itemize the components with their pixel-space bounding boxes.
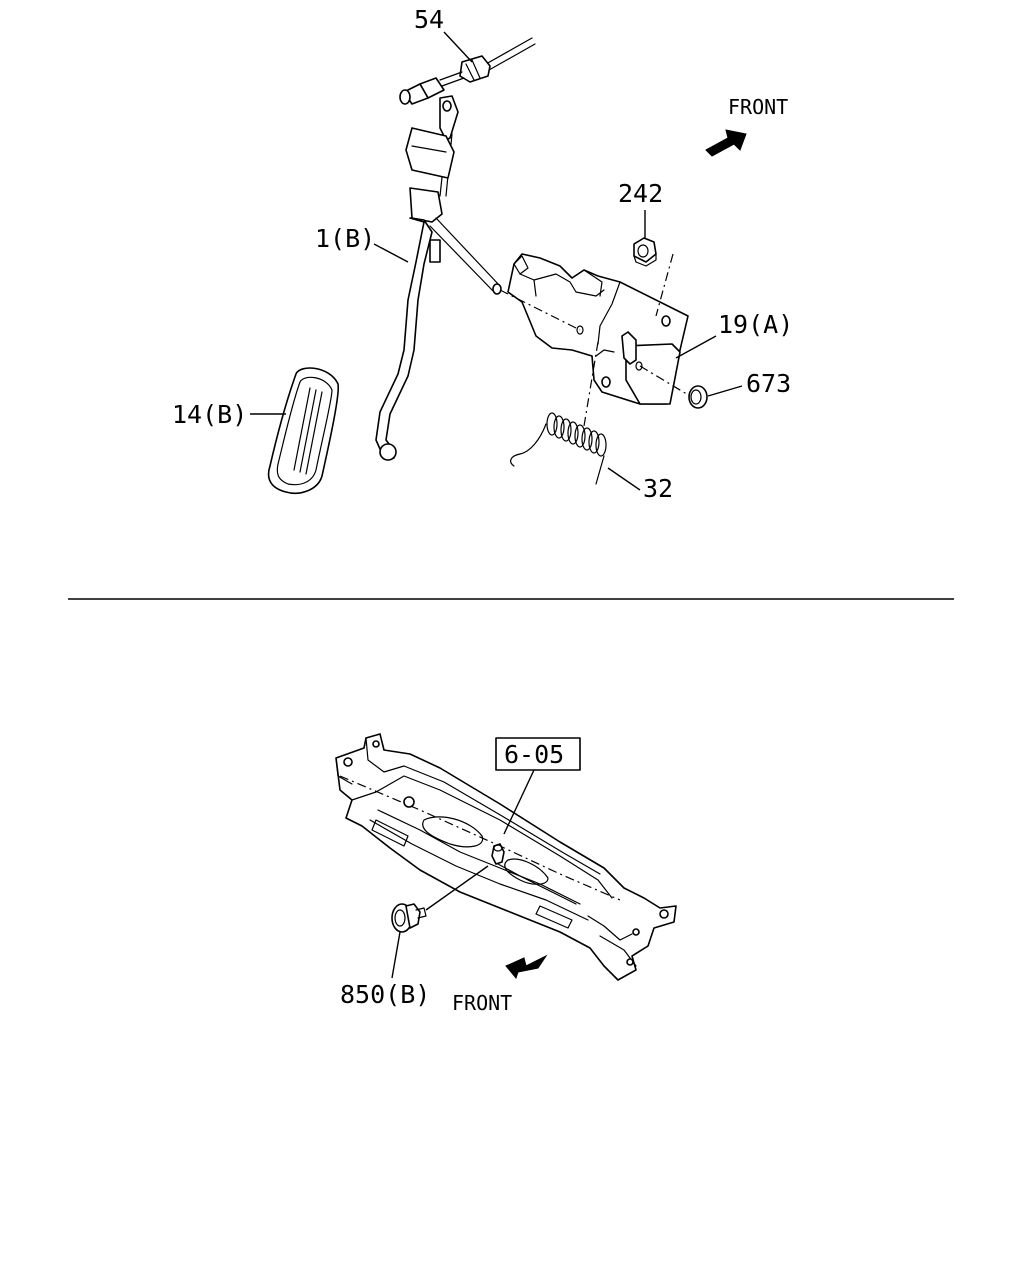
leader-850b-to-panel bbox=[425, 865, 489, 911]
front-label: FRONT bbox=[728, 95, 788, 119]
lower-assembly: 6-05 850(B) FRONT bbox=[335, 733, 677, 1015]
leader-32 bbox=[607, 467, 641, 491]
callout-19a: 19(A) bbox=[718, 310, 793, 339]
front-arrow-icon bbox=[705, 129, 747, 157]
leader-850b bbox=[391, 931, 401, 979]
upper-assembly: 54 1(B) 14(B) 242 19(A) 673 32 FRONT bbox=[172, 5, 793, 503]
leader-54 bbox=[443, 31, 473, 63]
return-spring bbox=[510, 412, 607, 485]
callout-14b: 14(B) bbox=[172, 400, 247, 429]
callout-673: 673 bbox=[746, 369, 791, 398]
pedal-pad bbox=[267, 367, 340, 494]
callout-605: 6-05 bbox=[504, 740, 564, 769]
front-arrow-icon bbox=[505, 954, 548, 980]
leader-19a bbox=[675, 335, 717, 359]
callout-850b: 850(B) bbox=[340, 980, 430, 1009]
accelerator-cable bbox=[399, 37, 536, 105]
leader-673 bbox=[707, 385, 743, 397]
pedal-bracket bbox=[507, 253, 689, 405]
callout-54: 54 bbox=[414, 5, 444, 34]
callout-box-605 bbox=[495, 737, 581, 771]
nut-242 bbox=[633, 237, 657, 267]
front-label: FRONT bbox=[452, 991, 512, 1015]
bolt-850b bbox=[391, 903, 427, 933]
cap-673 bbox=[688, 385, 708, 409]
assembly-line bbox=[583, 341, 599, 427]
pedal-arm bbox=[375, 95, 502, 461]
callout-242: 242 bbox=[618, 179, 663, 208]
cross-member-panel bbox=[335, 733, 677, 981]
assembly-line bbox=[499, 289, 581, 331]
callout-32: 32 bbox=[643, 474, 673, 503]
callout-1b: 1(B) bbox=[315, 224, 375, 253]
leader-1b bbox=[373, 243, 409, 263]
assembly-line bbox=[655, 253, 674, 317]
leader-605 bbox=[503, 769, 535, 835]
